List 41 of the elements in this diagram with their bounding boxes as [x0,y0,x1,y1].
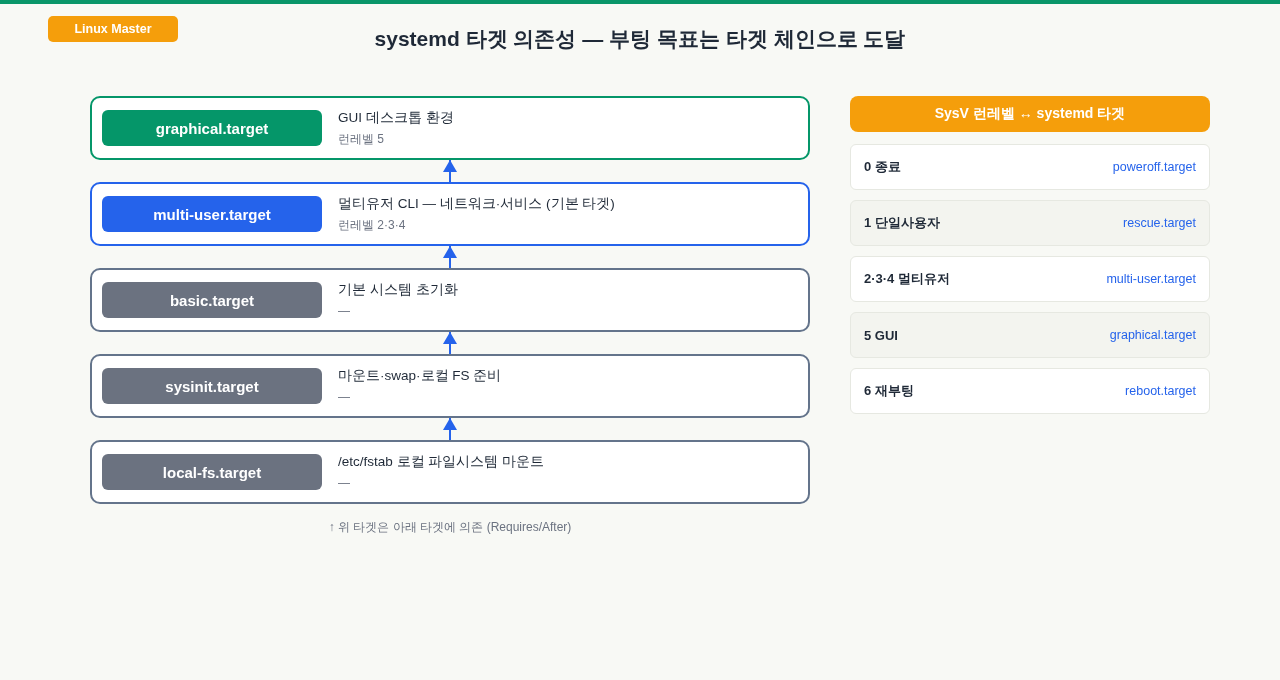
target-card [90,182,810,246]
runlevel-text: 런레벨 2·3·4 [338,217,406,233]
runlevel-name: 1 단일사용자 [864,214,940,232]
target-card [90,354,810,418]
dependency-arrow [443,245,457,269]
target-description: /etc/fstab 로컬 파일시스템 마운트 [338,453,545,471]
target-card [90,268,810,332]
target-description: GUI 데스크톱 환경 [338,109,454,127]
target-tag: sysinit.target [102,368,322,404]
target-description: 기본 시스템 초기화 [338,281,458,299]
runlevel-name: 5 GUI [864,327,898,343]
runlevel-text: 런레벨 5 [338,131,384,147]
target-description: 멀티유저 CLI — 네트워크·서비스 (기본 타겟) [338,195,615,213]
runlevel-text: — [338,475,350,491]
target-description: 마운트·swap·로컬 FS 준비 [338,367,502,385]
runlevel-name: 0 종료 [864,158,901,176]
runlevel-text: — [338,389,350,405]
category-badge: Linux Master [48,16,178,42]
mapping-header: SysV 런레벨 ↔ systemd 타겟 [850,96,1210,132]
target-card [90,96,810,160]
target-name: rescue.target [1123,216,1196,230]
target-name: reboot.target [1125,384,1196,398]
target-tag: graphical.target [102,110,322,146]
dependency-arrow [443,159,457,183]
runlevel-row [850,256,1210,302]
page-title: systemd 타겟 의존성 — 부팅 목표는 타겟 체인으로 도달 [374,26,906,52]
runlevel-name: 6 재부팅 [864,382,914,400]
runlevel-text: — [338,303,350,319]
target-card [90,440,810,504]
target-tag: basic.target [102,282,322,318]
target-name: poweroff.target [1112,160,1196,174]
target-tag: local-fs.target [102,454,322,490]
dependency-arrow [443,331,457,355]
runlevel-row [850,144,1210,190]
dependency-arrow [443,417,457,441]
runlevel-name: 2·3·4 멀티유저 [864,270,950,288]
runlevel-row [850,368,1210,414]
dependency-note: ↑ 위 타겟은 아래 타겟에 의존 (Requires/After) [328,519,572,536]
target-name: multi-user.target [1106,272,1196,286]
target-name: graphical.target [1109,328,1196,342]
target-tag: multi-user.target [102,196,322,232]
